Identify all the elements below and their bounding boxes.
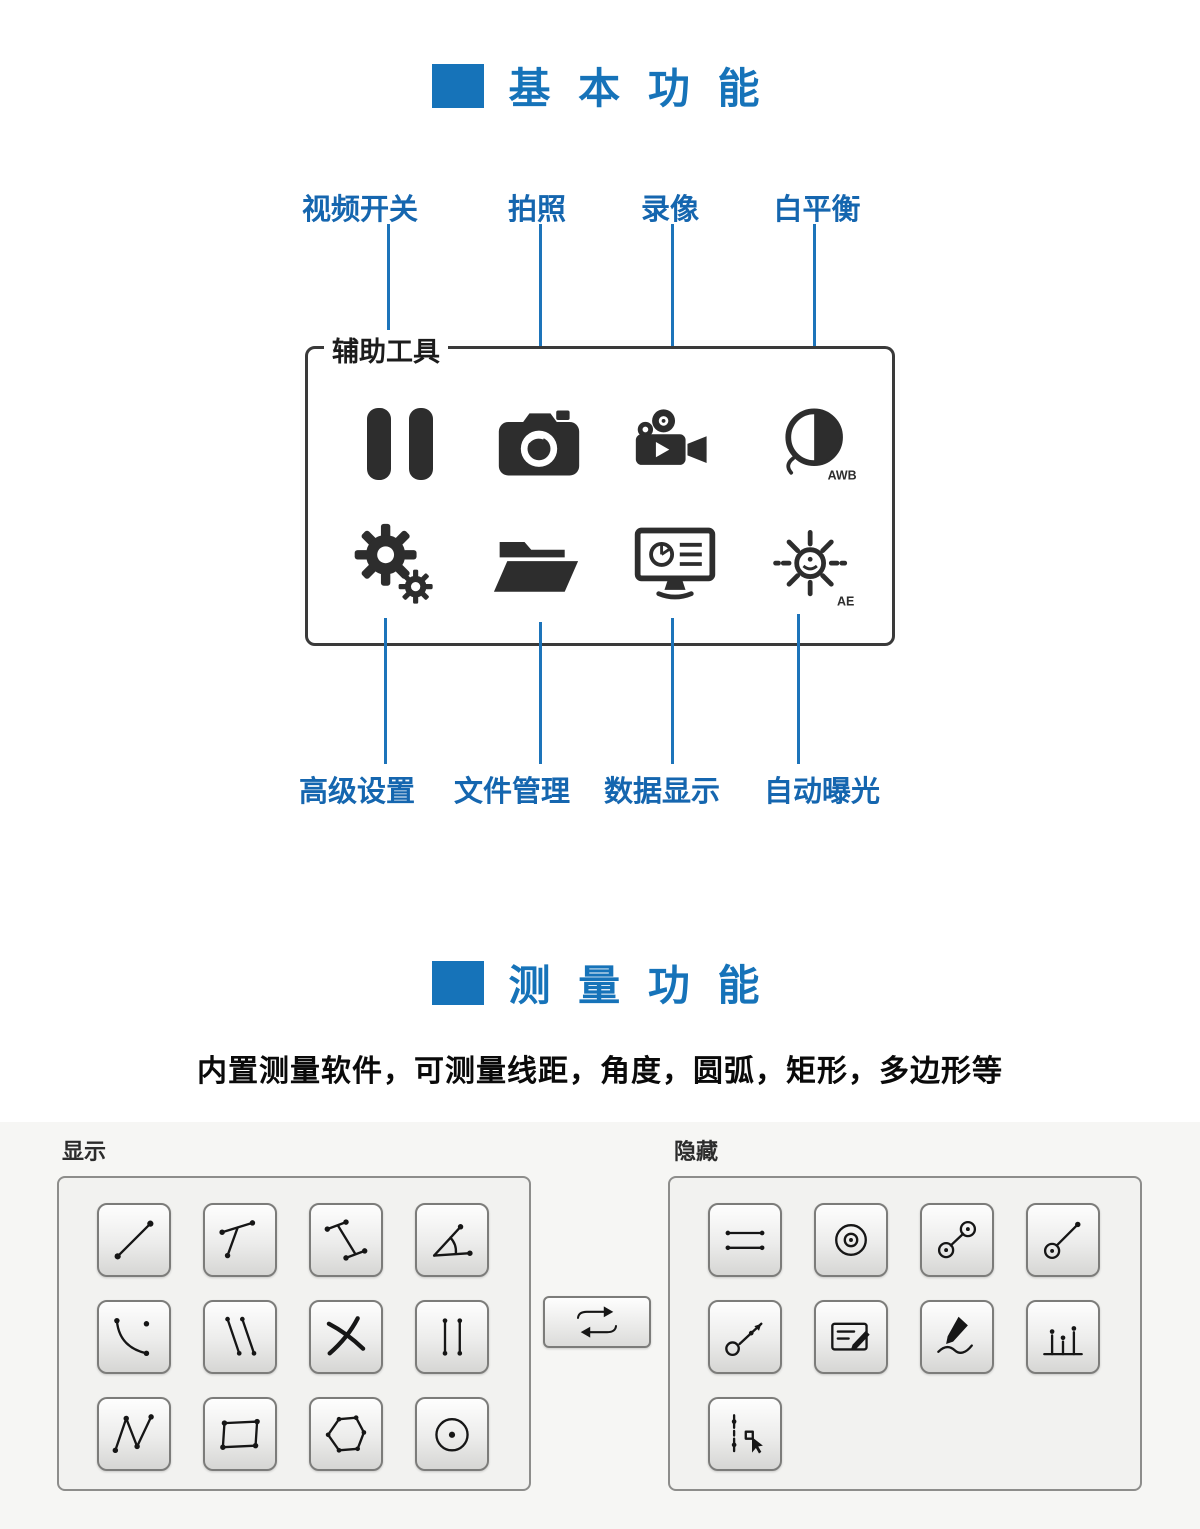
tool-polyline-button[interactable] bbox=[97, 1397, 171, 1471]
white-balance-dial-icon[interactable]: AWB bbox=[772, 400, 864, 491]
arc-tool-icon bbox=[114, 1317, 150, 1357]
tool-cross-lines-button[interactable] bbox=[309, 1300, 383, 1374]
pen-tool-icon bbox=[937, 1316, 973, 1355]
hide-tools-panel bbox=[668, 1176, 1142, 1491]
video-camera-icon[interactable] bbox=[632, 406, 720, 481]
connector-line bbox=[671, 618, 674, 764]
polyline-tool-icon bbox=[112, 1414, 154, 1454]
connector-line bbox=[797, 614, 800, 764]
show-panel-label: 显示 bbox=[62, 1139, 107, 1164]
gears-icon[interactable] bbox=[350, 522, 440, 615]
tool-parallel-horizontal-button[interactable] bbox=[708, 1203, 782, 1277]
aux-tools-panel-title: 辅助工具 bbox=[324, 330, 448, 369]
swap-arrows-icon bbox=[576, 1306, 618, 1338]
circle-to-circle-tool-icon bbox=[937, 1220, 977, 1259]
circle-to-point-tool-icon bbox=[1043, 1221, 1081, 1260]
tool-annotation-button[interactable] bbox=[814, 1300, 888, 1374]
header-marker bbox=[432, 63, 485, 108]
awb-text: AWB bbox=[828, 468, 857, 482]
label-advanced-settings: 高级设置 bbox=[298, 776, 416, 808]
tool-parallel-vertical-button[interactable] bbox=[415, 1300, 489, 1374]
basic-section-header: 基 本 功 能 bbox=[0, 55, 1200, 116]
tool-line-button[interactable] bbox=[97, 1203, 171, 1277]
tool-circle-to-point-button[interactable] bbox=[1026, 1203, 1100, 1277]
camera-icon[interactable] bbox=[495, 406, 583, 485]
tool-point-to-line-button[interactable] bbox=[203, 1203, 277, 1277]
rectangle-tool-icon bbox=[220, 1418, 260, 1450]
parallel-lines-tool-icon bbox=[225, 1316, 257, 1356]
concentric-circles-tool-icon bbox=[835, 1224, 867, 1256]
segment-distance-tool-icon bbox=[324, 1219, 368, 1261]
connector-line bbox=[539, 622, 542, 764]
basic-section-title: 基 本 功 能 bbox=[508, 65, 768, 112]
polygon-tool-icon bbox=[325, 1415, 367, 1453]
tool-circle-button[interactable] bbox=[415, 1397, 489, 1471]
connector-line bbox=[387, 224, 390, 398]
data-monitor-icon[interactable] bbox=[630, 524, 720, 609]
measure-section-title: 测 量 功 能 bbox=[508, 962, 768, 1009]
measure-description: 内置测量软件，可测量线距，角度，圆弧，矩形，多边形等 bbox=[197, 1055, 1003, 1088]
folder-icon[interactable] bbox=[492, 534, 580, 601]
tool-rectangle-button[interactable] bbox=[203, 1397, 277, 1471]
circle-to-line-tool-icon bbox=[725, 1322, 763, 1357]
cross-lines-tool-icon bbox=[326, 1316, 366, 1356]
auto-exposure-sun-icon[interactable]: AE bbox=[766, 522, 862, 615]
label-video-switch: 视频开关 bbox=[301, 194, 419, 226]
show-tools-panel bbox=[57, 1176, 531, 1491]
line-tool-icon bbox=[114, 1220, 154, 1260]
angle-tool-icon bbox=[432, 1224, 473, 1257]
connector-line bbox=[813, 224, 816, 388]
point-to-line-tool-icon bbox=[219, 1220, 256, 1259]
parallel-horizontal-tool-icon bbox=[725, 1230, 765, 1251]
tool-pen-button[interactable] bbox=[920, 1300, 994, 1374]
tool-segment-distance-button[interactable] bbox=[309, 1203, 383, 1277]
connector-line bbox=[671, 224, 674, 392]
point-capture-tool-icon bbox=[731, 1414, 763, 1454]
tool-point-capture-button[interactable] bbox=[708, 1397, 782, 1471]
pause-icon[interactable] bbox=[360, 402, 440, 491]
label-record: 录像 bbox=[640, 194, 700, 226]
tool-angle-button[interactable] bbox=[415, 1203, 489, 1277]
label-auto-exposure: 自动曝光 bbox=[763, 776, 881, 808]
measure-section-header: 测 量 功 能 bbox=[0, 952, 1200, 1013]
ae-text: AE bbox=[837, 594, 854, 608]
label-file-management: 文件管理 bbox=[453, 776, 571, 808]
parallel-vertical-tool-icon bbox=[442, 1318, 463, 1356]
header-marker bbox=[432, 960, 485, 1005]
tool-circle-to-line-button[interactable] bbox=[708, 1300, 782, 1374]
label-white-balance: 白平衡 bbox=[773, 194, 861, 226]
connector-line bbox=[384, 618, 387, 764]
swap-tools-button[interactable] bbox=[543, 1296, 651, 1348]
label-photo: 拍照 bbox=[507, 194, 567, 226]
tool-polygon-button[interactable] bbox=[309, 1397, 383, 1471]
label-data-display: 数据显示 bbox=[603, 776, 721, 808]
tool-concentric-circles-button[interactable] bbox=[814, 1203, 888, 1277]
annotation-tool-icon bbox=[831, 1322, 870, 1351]
tool-scale-marks-button[interactable] bbox=[1026, 1300, 1100, 1374]
scale-marks-tool-icon bbox=[1043, 1326, 1083, 1356]
tool-parallel-lines-button[interactable] bbox=[203, 1300, 277, 1374]
connector-line bbox=[539, 224, 542, 392]
tool-arc-button[interactable] bbox=[97, 1300, 171, 1374]
hide-panel-label: 隐藏 bbox=[674, 1139, 719, 1164]
tool-circle-to-circle-button[interactable] bbox=[920, 1203, 994, 1277]
circle-tool-icon bbox=[435, 1418, 469, 1452]
